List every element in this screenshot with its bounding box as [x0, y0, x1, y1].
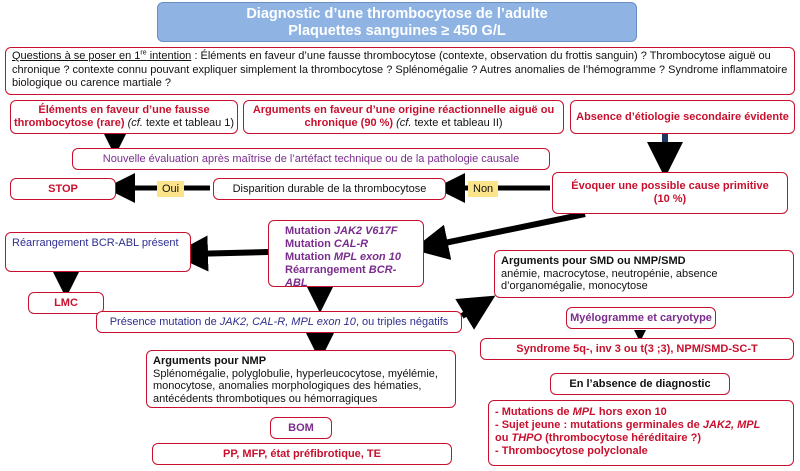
evoquer-cause-primitive-box: Évoquer une possible cause primitive (10…	[552, 172, 788, 214]
presence-mutation-box: Présence mutation de JAK2, CAL-R, MPL ex…	[96, 311, 462, 333]
bom-box: BOM	[270, 417, 332, 439]
arrow-evoquer-mutations	[412, 211, 586, 260]
questions-box: Questions à se poser en 1re intention : …	[5, 47, 795, 95]
absence-diagnostic-list: - Mutations de MPL hors exon 10 - Sujet …	[488, 400, 794, 466]
absence-etiologie-box: Absence d’étiologie secondaire évidente	[570, 100, 795, 134]
nmp-arguments-box: Arguments pour NMP Splénomégalie, polygl…	[146, 350, 456, 408]
disparition-box: Disparition durable de la thrombocytose	[213, 178, 446, 200]
questions-lead: Questions à se poser en 1re intention	[12, 49, 192, 62]
arrow-presence-smd	[455, 295, 496, 330]
oui-label: Oui	[157, 181, 185, 197]
smd-arguments-box: Arguments pour SMD ou NMP/SMD anémie, ma…	[494, 250, 794, 298]
mutations-box: Mutation JAK2 V617F Mutation CAL-R Mutat…	[268, 220, 424, 289]
fausse-thrombocytose-box: Éléments en faveur d’une fausse thromboc…	[10, 100, 238, 134]
non-label: Non	[468, 181, 499, 197]
bcr-abl-box: Réarrangement BCR-ABL présent	[5, 232, 191, 272]
diagram-title: Diagnostic d’une thrombocytose de l’adul…	[157, 2, 637, 42]
origine-reactionnelle-box: Arguments en faveur d’une origine réacti…	[243, 100, 564, 134]
questions-text: : Éléments en faveur d’une fausse thromb…	[12, 50, 788, 89]
pp-mfp-box: PP, MFP, état préfibrotique, TE	[152, 443, 452, 465]
title-line-2: Plaquettes sanguines ≥ 450 G/L	[288, 23, 506, 39]
title-line-1: Diagnostic d’une thrombocytose de l’adul…	[246, 6, 548, 22]
absence-diagnostic-title: En l’absence de diagnostic	[550, 373, 730, 395]
syndrome-box: Syndrome 5q-, inv 3 ou t(3 ;3), NPM/SMD-…	[480, 338, 794, 360]
stop-box: STOP	[10, 178, 116, 200]
myelogramme-box: Myélogramme et caryotype	[566, 307, 716, 329]
arrow-mutations-bcr	[172, 235, 269, 272]
lmc-box: LMC	[28, 292, 104, 314]
nouvelle-evaluation-box: Nouvelle évaluation après maîtrise de l’…	[72, 148, 550, 170]
